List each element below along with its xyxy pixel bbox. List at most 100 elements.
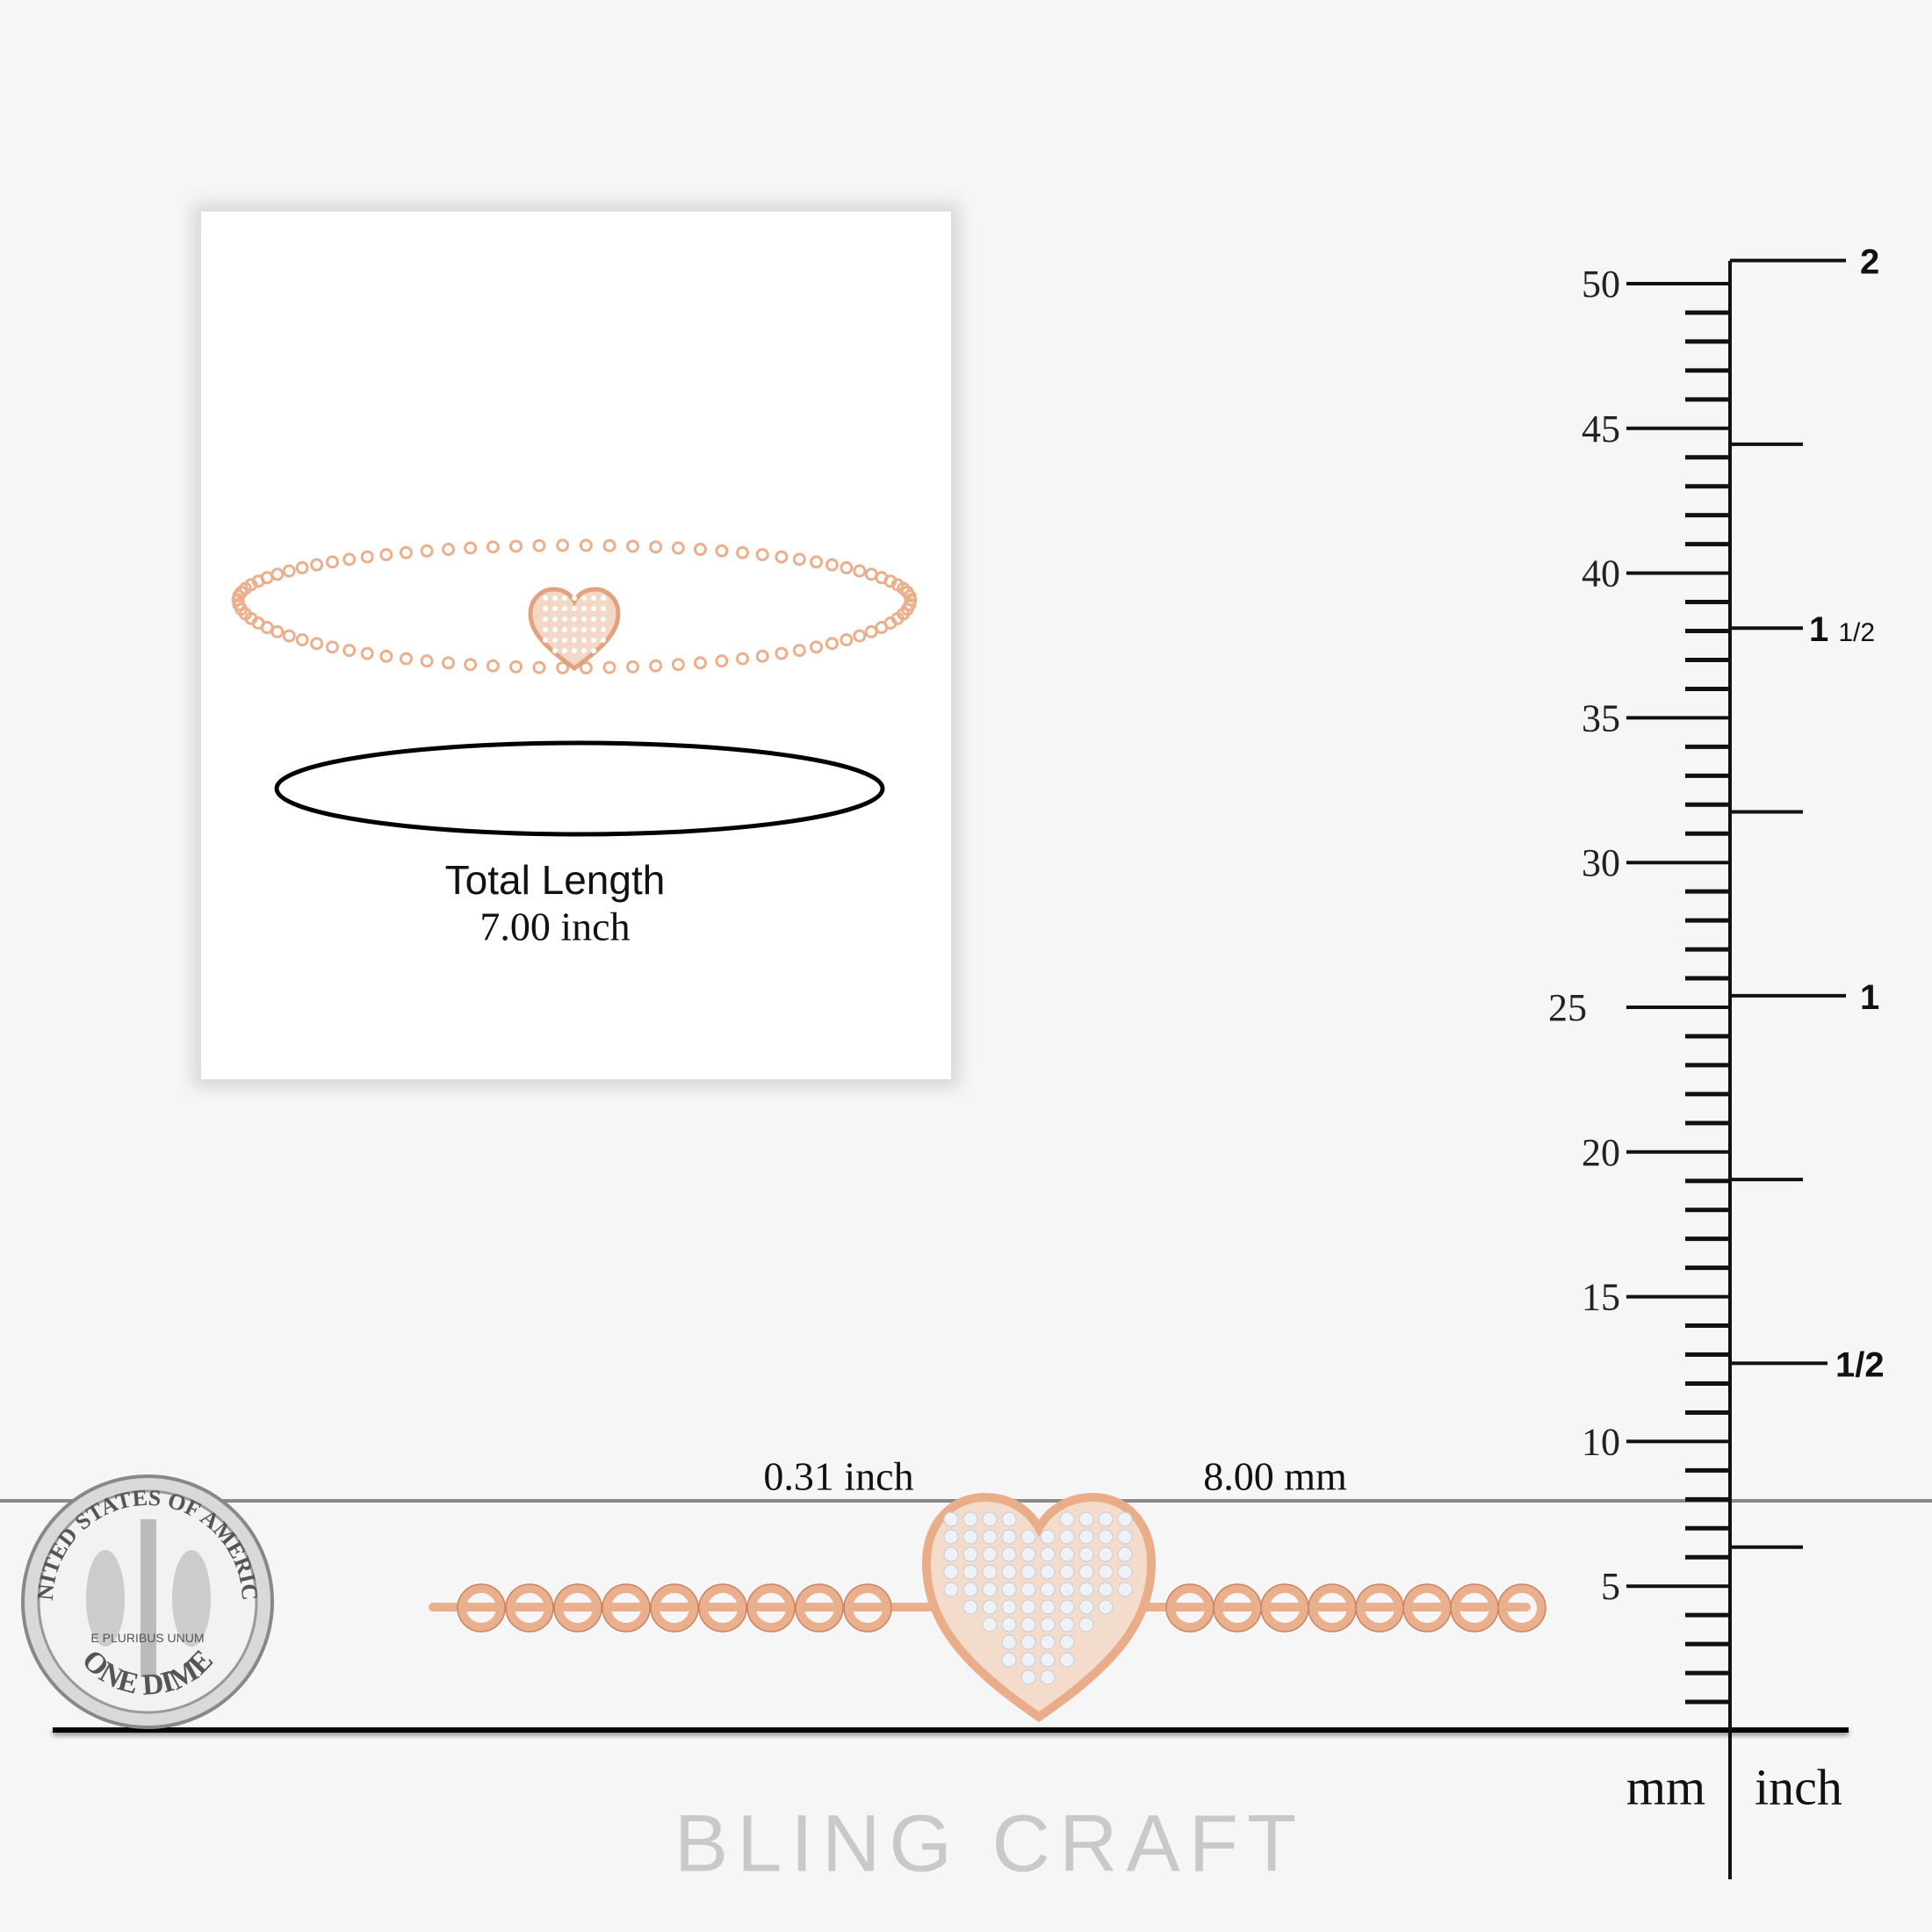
mm-label: 25: [1548, 986, 1587, 1029]
mm-unit-label: mm: [1626, 1758, 1706, 1816]
chain-link: [342, 552, 357, 566]
chain-link: [295, 633, 309, 647]
diamond: [1098, 1529, 1114, 1545]
svg-text:UNITED STATES OF AMERICA: UNITED STATES OF AMERICA: [0, 0, 263, 1602]
diamond: [1078, 1529, 1094, 1545]
diamond: [562, 595, 567, 601]
chain-link: [486, 540, 500, 554]
diamond: [943, 1511, 959, 1527]
diamond: [1059, 1599, 1075, 1615]
diamond: [1117, 1564, 1133, 1580]
chain-link: [626, 539, 640, 553]
chain-link: [840, 561, 854, 575]
width-mm-label: 8.00 mm: [1203, 1453, 1347, 1499]
diamond: [1020, 1582, 1036, 1597]
chain-link: [360, 646, 374, 660]
chain-link: [792, 552, 806, 566]
mm-label: 35: [1582, 696, 1620, 739]
diamond: [1078, 1599, 1094, 1615]
diamond: [1001, 1652, 1017, 1668]
chain-link-edge: [795, 1583, 844, 1633]
chain-link: [649, 540, 663, 554]
mm-label: 5: [1601, 1565, 1620, 1608]
chain-link: [651, 1584, 698, 1632]
diamond: [962, 1529, 978, 1545]
diamond: [591, 616, 596, 622]
chain-link: [379, 649, 393, 663]
diamond: [1117, 1511, 1133, 1527]
diamond: [1001, 1546, 1017, 1562]
chain-link: [458, 1584, 505, 1632]
diamond: [1020, 1546, 1036, 1562]
chain-link: [715, 654, 729, 668]
diamond: [1059, 1582, 1075, 1597]
diamond: [543, 638, 548, 643]
diamond: [943, 1582, 959, 1597]
chain-link: [310, 637, 324, 651]
diamond: [601, 638, 606, 643]
chain-link: [400, 652, 413, 666]
heart-charm-small-icon: [528, 587, 621, 672]
chain-link: [693, 543, 707, 557]
chain-link: [325, 640, 339, 654]
diamond: [982, 1546, 998, 1562]
diamond: [581, 627, 587, 632]
chain-link: [840, 633, 854, 647]
mm-label: 45: [1582, 407, 1620, 451]
chain-link: [1498, 1584, 1546, 1632]
chain-link-edge: [843, 1583, 892, 1633]
chain-link: [602, 660, 616, 674]
inch-unit-label: inch: [1755, 1758, 1842, 1816]
diamond: [1001, 1599, 1017, 1615]
diamond: [962, 1546, 978, 1562]
inch-label: 2: [1860, 243, 1879, 282]
diamond: [962, 1564, 978, 1580]
brand-watermark: BLING CRAFT: [674, 1799, 1306, 1889]
chain-link: [295, 561, 309, 575]
chain-link: [310, 558, 324, 572]
diamond: [1098, 1564, 1114, 1580]
chain-link: [792, 644, 806, 658]
dime-coin-icon: UNITED STATES OF AMERICA ONE DIME E PLUR…: [0, 0, 274, 1729]
diamond: [1059, 1529, 1075, 1545]
chain-link: [736, 545, 749, 559]
chain-link: [693, 656, 707, 670]
chain-link: [1308, 1584, 1356, 1632]
bracelet-chain-closeup: [429, 1583, 1546, 1633]
diamond: [1059, 1617, 1075, 1633]
diamond: [543, 606, 548, 611]
diamond: [552, 638, 558, 643]
diamond: [543, 616, 548, 622]
chain-link: [506, 1584, 553, 1632]
diamond: [1078, 1564, 1094, 1580]
diamond: [1117, 1582, 1133, 1597]
diamond: [552, 606, 558, 611]
diamond: [962, 1582, 978, 1597]
chain-link: [671, 658, 685, 672]
diamond: [552, 627, 558, 632]
diamond: [601, 595, 606, 601]
chain-link-edge: [746, 1583, 796, 1633]
diamond: [552, 616, 558, 622]
diamond: [1117, 1546, 1133, 1562]
diamond: [581, 595, 587, 601]
chain-link: [486, 659, 500, 673]
diamond: [1078, 1582, 1094, 1597]
diamond: [1059, 1652, 1075, 1668]
chain-link: [825, 637, 839, 651]
diamond: [1059, 1564, 1075, 1580]
diamond: [1059, 1634, 1075, 1650]
chain-link: [755, 649, 769, 663]
chain-link: [699, 1584, 746, 1632]
mm-label: 30: [1582, 841, 1620, 884]
chain-link: [579, 538, 593, 552]
chain-link: [825, 558, 839, 572]
chain-link-edge: [1497, 1583, 1546, 1633]
chain-link: [853, 629, 867, 643]
diamond: [562, 606, 567, 611]
diamond: [1020, 1564, 1036, 1580]
svg-text:E PLURIBUS UNUM: E PLURIBUS UNUM: [90, 1631, 204, 1645]
diamond: [601, 606, 606, 611]
chain-link: [508, 539, 523, 553]
chain-link: [579, 660, 593, 674]
